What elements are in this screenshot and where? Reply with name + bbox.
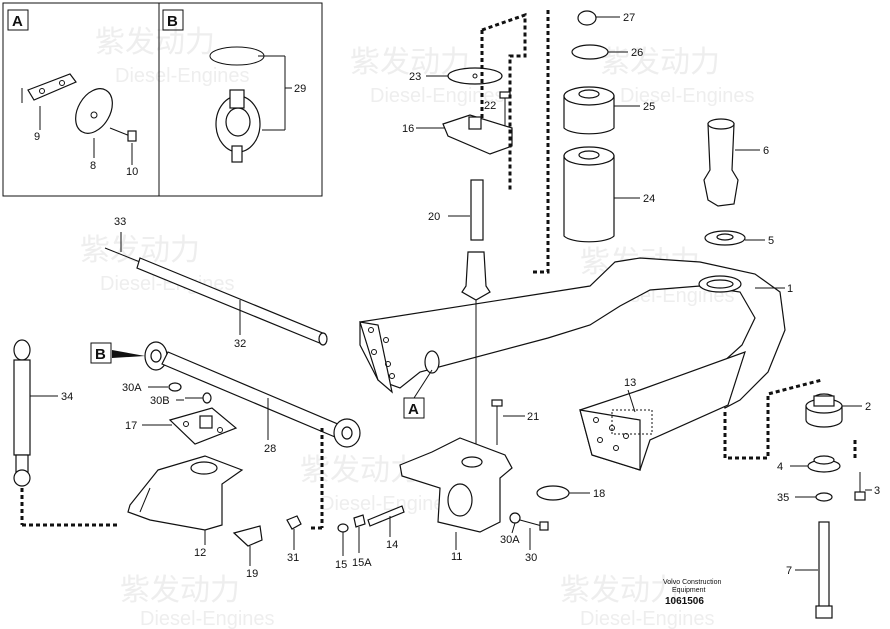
part-label-22: 22 [484, 100, 496, 112]
part-label-7: 7 [786, 565, 792, 577]
watermark-text: Diesel-Engines [370, 85, 505, 107]
footer-text: 1061506 [665, 596, 704, 607]
a-frame-1: 1 A [359, 257, 793, 419]
part-label-30: 30 [525, 552, 537, 564]
part-label-23: 23 [409, 71, 421, 83]
part-label-12: 12 [194, 547, 206, 559]
part-label-33: 33 [114, 216, 126, 228]
part-label-14: 14 [386, 539, 398, 551]
spring-25 [563, 95, 615, 135]
part-label-31: 31 [287, 552, 299, 564]
watermark-text: Diesel-Engines [580, 608, 715, 629]
part-label-34: 34 [61, 391, 73, 403]
arm-13: 13 [579, 351, 746, 471]
bump-stop-6: 6 5 [703, 118, 774, 247]
snap-ring-29 [209, 46, 265, 66]
callout-a: A [408, 401, 419, 418]
bushing-stud-bottom [231, 145, 243, 163]
part-label-8: 8 [90, 160, 96, 172]
part-label-21: 21 [527, 411, 539, 423]
nut-31 [286, 515, 302, 530]
center-assembly: 23 22 16 20 21 11 14 15 15A [335, 10, 605, 571]
part-label-30a: 30A [500, 534, 520, 546]
right-fasteners: 2 4 35 7 3 [723, 378, 880, 619]
watermark-text: 紫发动力 [120, 574, 240, 607]
inset-b-tag-box [162, 9, 184, 31]
part-label-2: 2 [865, 401, 871, 413]
watermark-text: 紫发动力 [95, 26, 215, 59]
callout-b: B [95, 346, 106, 363]
cap-27 [577, 10, 597, 26]
watermark-text: 紫发动力 [300, 454, 420, 487]
part-label-17: 17 [125, 420, 137, 432]
footer-text: Volvo Construction [663, 579, 721, 586]
watermark-text: Diesel-Engines [115, 65, 250, 87]
bolt-7 [818, 521, 830, 608]
part-label-4: 4 [777, 461, 783, 473]
watermark-text: Diesel-Engines [320, 493, 455, 515]
pin-20 [470, 179, 484, 241]
part-label-10: 10 [126, 166, 138, 178]
part-label-3: 3 [874, 485, 880, 497]
inset-a-tag-box [7, 9, 29, 31]
watermark-text: Diesel-Engines [620, 85, 755, 107]
part-label-15: 15 [335, 559, 347, 571]
bushing-stud-top [229, 89, 245, 109]
part-label-24: 24 [643, 193, 655, 205]
part-label-30a: 30A [122, 382, 142, 394]
part-label-26: 26 [631, 47, 643, 59]
part-label-20: 20 [428, 211, 440, 223]
inset-a-tag: A [12, 13, 23, 30]
part-label-30b: 30B [150, 395, 170, 407]
watermark: 紫发动力 Diesel-Engines 紫发动力 Diesel-Engines … [80, 26, 755, 629]
rubber-stack: 27 26 25 24 [563, 10, 655, 243]
footer-text: Equipment [672, 587, 706, 594]
shock-absorber-34: 34 [13, 339, 120, 527]
pad-18 [536, 485, 570, 501]
disc-26 [571, 44, 609, 60]
bolt-3 [854, 491, 866, 501]
footer: Volvo Construction Equipment 1061506 [663, 579, 721, 607]
part-label-16: 16 [402, 123, 414, 135]
bracket-16 [442, 114, 513, 155]
part-label-28: 28 [264, 443, 276, 455]
part-label-35: 35 [777, 492, 789, 504]
inset-b: B 29 [158, 2, 323, 197]
part-label-27: 27 [623, 12, 635, 24]
part-label-25: 25 [643, 101, 655, 113]
bracket-17-12: 30A 30B 17 12 19 31 [122, 382, 302, 580]
part-label-13: 13 [624, 377, 636, 389]
part-label-32: 32 [234, 338, 246, 350]
washer-8 [75, 88, 113, 134]
part-label-6: 6 [763, 145, 769, 157]
watermark-text: 紫发动力 [560, 574, 680, 607]
part-label-15a: 15A [352, 557, 372, 569]
pad-19 [232, 525, 263, 547]
part-label-18: 18 [593, 488, 605, 500]
washer-35 [815, 492, 833, 502]
part-label-19: 19 [246, 568, 258, 580]
part-label-9: 9 [34, 131, 40, 143]
bolt-10 [127, 130, 137, 142]
plate-9 [27, 73, 77, 101]
part-label-11: 11 [451, 551, 462, 563]
spring-24 [563, 155, 615, 243]
part-label-5: 5 [768, 235, 774, 247]
rod-32: 33 32 [104, 216, 328, 350]
callout-b: B [167, 13, 178, 30]
watermark-text: 紫发动力 [600, 46, 720, 79]
plate-23 [447, 67, 503, 85]
torque-rod-28: B 28 [90, 341, 361, 530]
part-label-1: 1 [787, 283, 793, 295]
watermark-text: Diesel-Engines [140, 608, 275, 629]
part-label-29: 29 [294, 83, 306, 95]
